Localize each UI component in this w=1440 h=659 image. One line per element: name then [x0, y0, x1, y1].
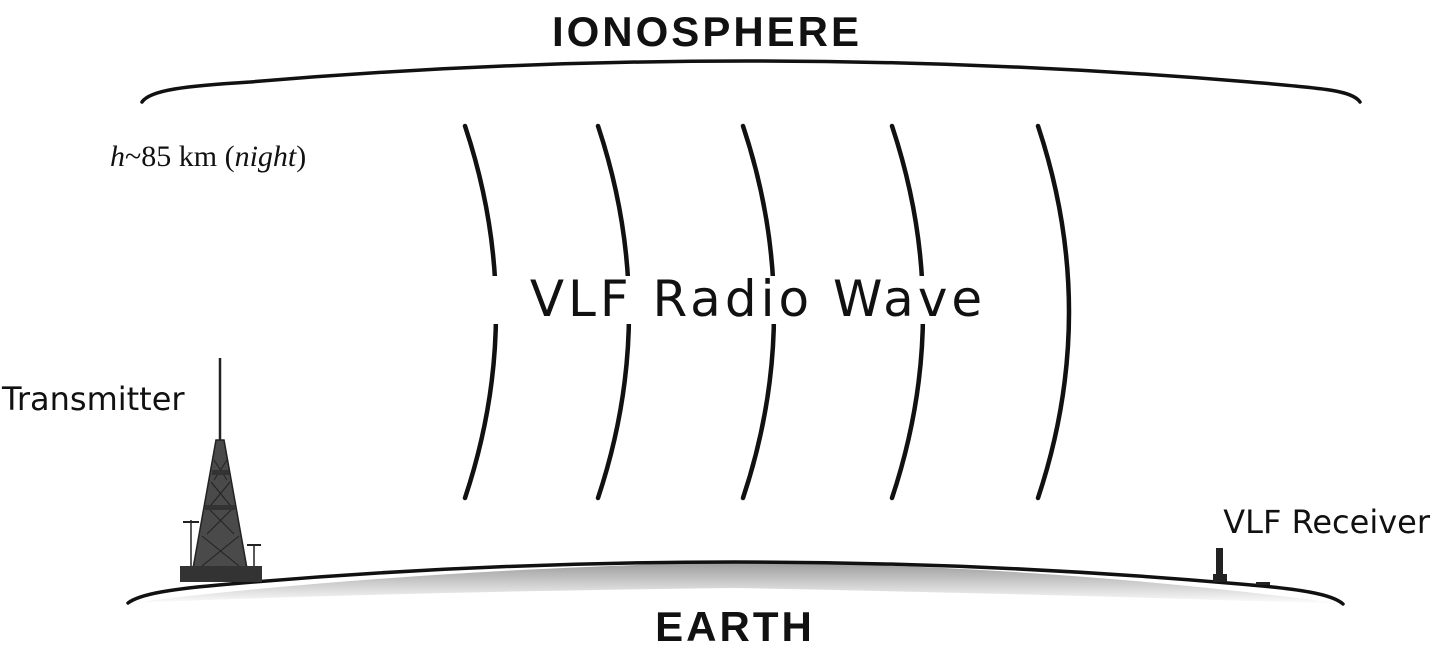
height-suffix: ): [296, 140, 306, 173]
height-annotation: h~85 km (night): [110, 140, 306, 173]
wave-label: VLF Radio Wave: [530, 270, 986, 328]
earth-surface: [126, 560, 1345, 606]
transmitter-tower-icon: [180, 358, 262, 582]
height-time: night: [235, 140, 297, 173]
earth-label: EARTH: [655, 603, 815, 650]
ionosphere-boundary: [140, 59, 1362, 104]
ionosphere-label: IONOSPHERE: [552, 8, 862, 55]
earth-shading: [128, 562, 1345, 604]
receiver-antenna-icon: [1213, 548, 1270, 585]
receiver-label: VLF Receiver: [1223, 503, 1431, 541]
wave-label-backing: [452, 276, 1064, 324]
wavefront-5: [1035, 123, 1072, 501]
transmitter-label: Transmitter: [1, 380, 185, 418]
height-symbol: h: [110, 140, 125, 173]
height-value: ~85 km (: [125, 140, 235, 173]
